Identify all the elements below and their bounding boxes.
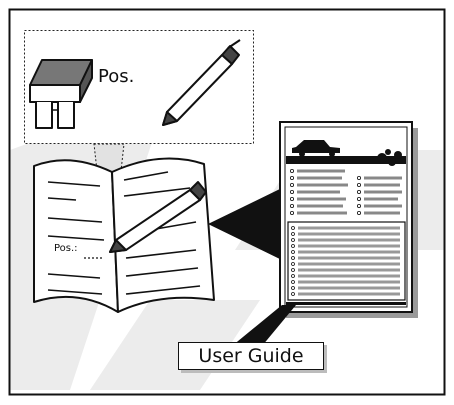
manual-position-label: Pos.:: [54, 243, 78, 254]
fuse-position-label: Pos.: [98, 66, 135, 87]
pen-icon: [162, 39, 241, 126]
outer-frame: [8, 8, 446, 396]
user-guide-document-icon: [279, 121, 418, 318]
car-icon: [292, 140, 340, 157]
label-pointer: [232, 305, 296, 346]
user-guide-label: User Guide: [178, 342, 324, 370]
guide-bottom-list: [291, 226, 400, 296]
guide-pointer: [208, 186, 286, 262]
pen-on-manual-icon: [109, 181, 207, 253]
fuse-icon: [29, 59, 93, 129]
guide-top-list: [289, 168, 402, 215]
flower-icon: [377, 149, 402, 166]
